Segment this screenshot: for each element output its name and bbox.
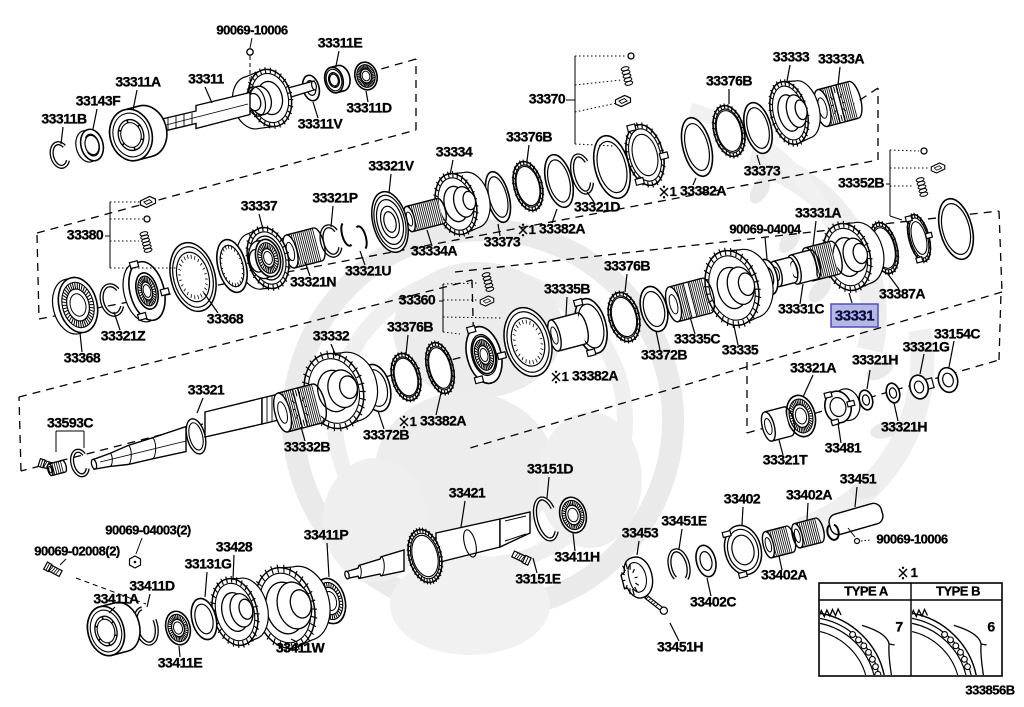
svg-text:33376B: 33376B — [706, 73, 752, 89]
svg-text:33411D: 33411D — [129, 578, 175, 594]
svg-text:1: 1 — [670, 184, 677, 199]
svg-text:33368: 33368 — [207, 311, 244, 327]
svg-text:33337: 33337 — [241, 198, 278, 214]
svg-text:33333A: 33333A — [818, 51, 864, 67]
svg-text:33335B: 33335B — [544, 281, 590, 297]
svg-text:33481: 33481 — [825, 440, 862, 456]
svg-text:33411W: 33411W — [276, 640, 326, 656]
svg-text:7: 7 — [895, 619, 903, 635]
svg-text:33321Z: 33321Z — [101, 328, 146, 344]
svg-text:33321U: 33321U — [345, 263, 391, 279]
svg-text:33402C: 33402C — [690, 594, 736, 610]
svg-text:33321V: 33321V — [368, 158, 414, 174]
svg-text:33335: 33335 — [722, 342, 759, 358]
svg-text:33352B: 33352B — [838, 175, 884, 191]
svg-text:33360: 33360 — [399, 292, 436, 308]
svg-text:33331C: 33331C — [778, 301, 824, 317]
svg-text:33311E: 33311E — [318, 35, 363, 51]
svg-text:33382A: 33382A — [420, 413, 466, 429]
svg-text:33131G: 33131G — [185, 556, 232, 572]
svg-text:33421: 33421 — [449, 485, 486, 501]
svg-text:33321H: 33321H — [852, 352, 898, 368]
svg-text:33321P: 33321P — [312, 190, 357, 206]
svg-text:333856B: 333856B — [965, 682, 1014, 697]
svg-text:33143F: 33143F — [76, 93, 121, 109]
svg-text:33372B: 33372B — [641, 347, 687, 363]
svg-text:1: 1 — [410, 414, 417, 429]
svg-text:33311: 33311 — [188, 71, 224, 87]
svg-text:33331A: 33331A — [795, 205, 841, 221]
svg-text:33382A: 33382A — [572, 368, 618, 384]
svg-text:33373: 33373 — [484, 234, 521, 250]
svg-text:33311D: 33311D — [346, 100, 392, 116]
svg-text:6: 6 — [987, 619, 995, 635]
svg-text:33451: 33451 — [840, 471, 877, 487]
svg-text:33321N: 33321N — [290, 274, 336, 290]
svg-text:33411E: 33411E — [158, 655, 203, 671]
svg-text:33376B: 33376B — [604, 258, 650, 274]
svg-text:33333: 33333 — [773, 49, 810, 65]
svg-text:33593C: 33593C — [47, 415, 93, 431]
svg-text:33380: 33380 — [67, 227, 104, 243]
svg-text:33376B: 33376B — [506, 129, 552, 145]
svg-text:33321D: 33321D — [574, 199, 620, 215]
svg-text:33321A: 33321A — [790, 360, 836, 376]
svg-text:33428: 33428 — [216, 539, 253, 555]
svg-text:33451E: 33451E — [661, 513, 706, 529]
svg-text:33332: 33332 — [313, 328, 350, 344]
svg-text:90069-04003(2): 90069-04003(2) — [105, 522, 191, 537]
svg-text:33311B: 33311B — [41, 111, 87, 127]
svg-text:90069-10006: 90069-10006 — [876, 531, 947, 546]
svg-text:33321: 33321 — [188, 382, 225, 398]
svg-text:33311V: 33311V — [298, 116, 344, 132]
svg-text:33402A: 33402A — [761, 567, 807, 583]
svg-text:33321T: 33321T — [763, 452, 808, 468]
svg-text:1: 1 — [562, 369, 569, 384]
svg-text:33411H: 33411H — [554, 549, 600, 565]
svg-text:33331: 33331 — [835, 307, 874, 324]
svg-text:33382A: 33382A — [539, 221, 585, 237]
svg-text:33311A: 33311A — [115, 74, 161, 90]
svg-text:33368: 33368 — [64, 350, 101, 366]
svg-text:33370: 33370 — [529, 91, 566, 107]
svg-text:33451H: 33451H — [657, 639, 703, 655]
svg-text:33411A: 33411A — [93, 591, 139, 607]
svg-text:90069-10006: 90069-10006 — [216, 22, 287, 37]
svg-text:90069-04004: 90069-04004 — [729, 221, 801, 236]
svg-text:33321H: 33321H — [881, 419, 927, 435]
svg-text:33402A: 33402A — [786, 487, 832, 503]
svg-text:1: 1 — [529, 222, 536, 237]
svg-text:90069-02008(2): 90069-02008(2) — [34, 543, 120, 558]
svg-text:33332B: 33332B — [284, 439, 330, 455]
svg-text:1: 1 — [911, 565, 918, 580]
svg-text:TYPE B: TYPE B — [936, 583, 980, 598]
svg-text:33382A: 33382A — [680, 183, 726, 199]
svg-text:33154C: 33154C — [934, 326, 980, 342]
svg-text:TYPE A: TYPE A — [844, 583, 889, 598]
svg-text:33151E: 33151E — [515, 571, 560, 587]
svg-text:33335C: 33335C — [674, 331, 720, 347]
svg-text:33334A: 33334A — [411, 243, 457, 259]
svg-text:33321G: 33321G — [903, 339, 950, 355]
svg-text:33372B: 33372B — [363, 427, 409, 443]
svg-text:33453: 33453 — [622, 525, 659, 541]
svg-text:33387A: 33387A — [879, 286, 925, 302]
svg-text:33151D: 33151D — [527, 461, 573, 477]
svg-text:33411P: 33411P — [304, 527, 349, 543]
svg-text:33373: 33373 — [744, 163, 781, 179]
svg-text:33334: 33334 — [436, 144, 473, 160]
svg-text:33376B: 33376B — [387, 319, 433, 335]
svg-text:33402: 33402 — [724, 491, 761, 507]
